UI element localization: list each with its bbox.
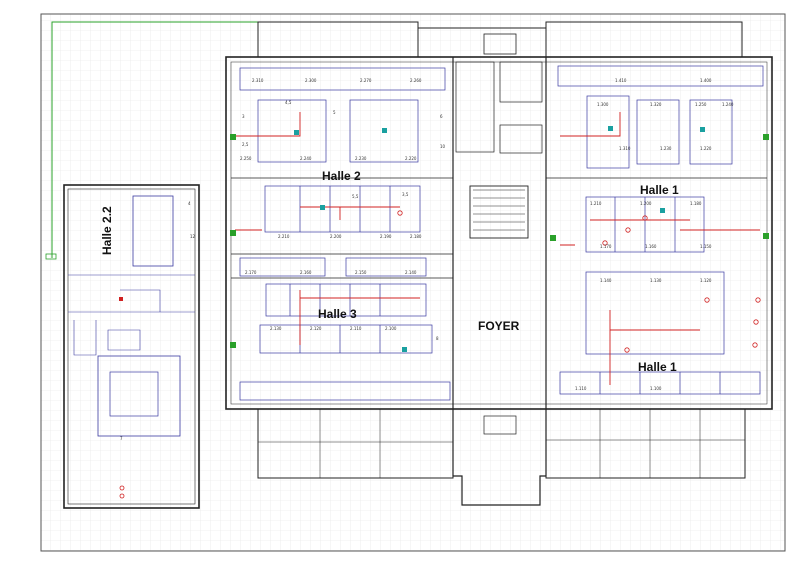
booth-number: 1.100 [650,386,662,391]
booth-number: 1.160 [645,244,657,249]
dimension-label: 3,5 [402,192,409,197]
booth-number: 1.220 [700,146,712,151]
booth-number: 2.120 [310,326,322,331]
booth-number: 2.160 [300,270,312,275]
booth-number: 2.180 [410,234,422,239]
service-markers [230,126,769,352]
booth-number: 2.100 [385,326,397,331]
booth-number: 2.140 [405,270,417,275]
cable-route [51,21,258,258]
booth-number: 1.210 [590,201,602,206]
dimension-label: 6 [440,114,443,119]
dimension-label-layer: 2,5 4,5 3 5 6 10 5,5 3,5 12 4 7 8 [120,100,446,441]
cable-box [45,253,57,260]
booth-number: 2.190 [380,234,392,239]
booth-number: 2.130 [270,326,282,331]
booth-number: 1.180 [690,201,702,206]
booth-number: 1.150 [700,244,712,249]
hall-label-3: Halle 3 [318,307,357,321]
dimension-label: 5 [333,110,336,115]
booth-number: 2.110 [350,326,362,331]
dimension-label: 8 [436,336,439,341]
outlets [397,210,761,353]
dimension-label: 2,5 [242,142,249,147]
booth-number: 2.300 [305,78,317,83]
booth-number: 2.270 [360,78,372,83]
hall-label-2-2: Halle 2.2 [100,206,114,255]
dimension-label: 4,5 [285,100,292,105]
booth-number: 2.210 [278,234,290,239]
booth-number: 2.200 [330,234,342,239]
booth-number: 1.200 [640,201,652,206]
booth-number: 1.250 [695,102,707,107]
hall-2-2 [63,184,200,509]
hall-label-foyer: FOYER [478,319,520,333]
dimension-label: 5,5 [352,194,359,199]
booth-number: 2.230 [355,156,367,161]
hall-3-booths [239,257,451,401]
booth-number: 1.300 [597,102,609,107]
booth-number: 2.250 [240,156,252,161]
booth-number: 1.120 [700,278,712,283]
booth-number: 2.240 [300,156,312,161]
booth-number: 1.310 [619,146,631,151]
booth-label-layer: 2.310 2.300 2.270 2.260 2.250 2.240 2.230 2.220… [240,78,734,391]
booth-number: 1.230 [660,146,672,151]
hall-1-booths [557,65,764,395]
main-building [225,21,773,410]
hall-label-2: Halle 2 [322,169,361,183]
booth-number: 2.150 [355,270,367,275]
dimension-label: 3 [242,114,245,119]
drawing-grid [40,13,786,552]
booth-number: 1.130 [650,278,662,283]
dimension-label: 7 [120,436,123,441]
booth-number: 2.310 [252,78,264,83]
hall-2-booths [239,67,446,233]
booth-number: 1.170 [600,244,612,249]
foyer-block [257,404,746,506]
booth-number: 1.240 [722,102,734,107]
booth-number: 2.260 [410,78,422,83]
red-routes [235,112,760,385]
dimension-label: 4 [188,201,191,206]
booth-number: 2.170 [245,270,257,275]
booth-number: 2.220 [405,156,417,161]
dimension-label: 10 [440,144,446,149]
dimension-label: 12 [190,234,196,239]
booth-number: 1.320 [650,102,662,107]
booth-number: 1.410 [615,78,627,83]
booth-number: 1.110 [575,386,587,391]
booth-number: 1.140 [600,278,612,283]
hall-label-1-bottom: Halle 1 [638,360,677,374]
booth-number: 1.400 [700,78,712,83]
hall-label-1-top: Halle 1 [640,183,679,197]
